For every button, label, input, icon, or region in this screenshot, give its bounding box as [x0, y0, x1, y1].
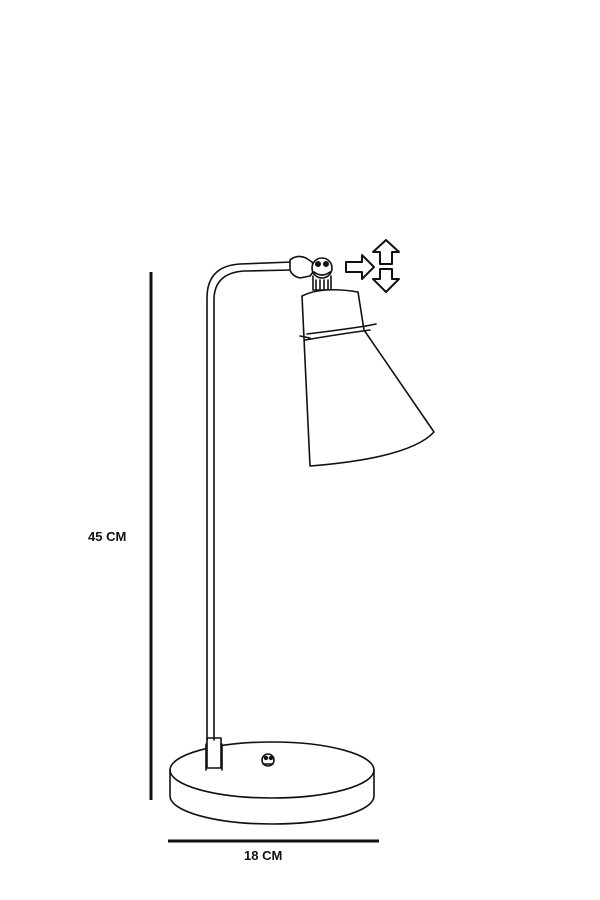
height-dimension-label: 45 CM — [88, 529, 127, 544]
lamp-stem — [206, 261, 293, 741]
switch-knob-icon — [261, 753, 275, 767]
lamp-base — [169, 741, 375, 825]
stem-collar — [206, 737, 222, 769]
arrow-right-icon — [345, 254, 375, 280]
arrow-up-icon — [372, 239, 400, 265]
arrow-down-icon — [372, 268, 400, 293]
lamp-illustration — [169, 255, 435, 825]
hinge-joint — [289, 255, 333, 291]
lamp-shade — [299, 288, 435, 467]
width-dimension-label: 18 CM — [244, 848, 283, 863]
adjustment-arrows — [345, 239, 400, 293]
